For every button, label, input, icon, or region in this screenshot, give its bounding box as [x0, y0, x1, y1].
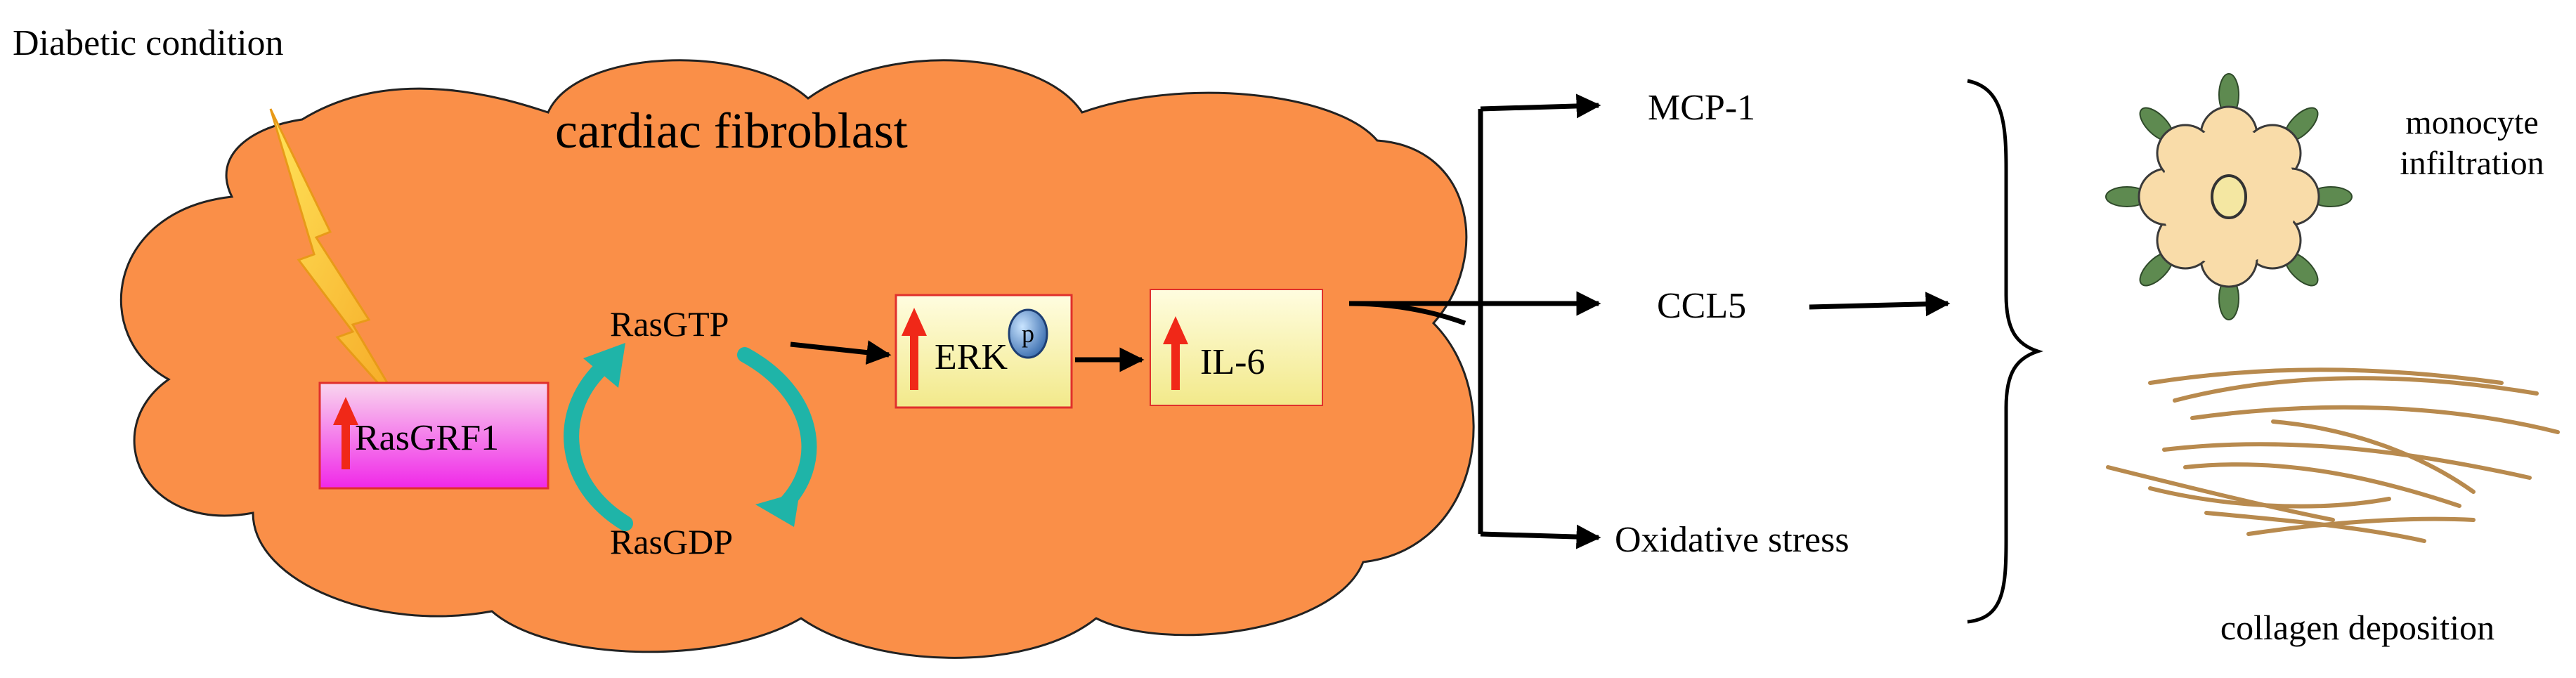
cycle-arrow-up	[564, 361, 633, 531]
monocyte-label-line1: monocyte	[2405, 104, 2538, 141]
monocyte-label-line2: infiltration	[2400, 145, 2544, 182]
rasgrf1-label: RasGRF1	[355, 418, 499, 458]
il6-label: IL-6	[1200, 342, 1265, 382]
output-branches	[1348, 93, 1601, 549]
rasgrf1-node: RasGRF1	[318, 382, 549, 490]
phospho-label: p	[1022, 320, 1034, 348]
up-arrow-icon	[902, 308, 927, 390]
rasgtp-label: RasGTP	[610, 304, 729, 344]
phospho-badge	[1008, 308, 1048, 359]
cycle-arrowhead-down	[755, 492, 800, 527]
erk-label: ERK	[935, 337, 1008, 377]
arrow-ccl5-to-outcomes	[1809, 292, 1951, 317]
collagen-fibers-icon	[2106, 367, 2560, 543]
up-arrow-icon	[1163, 316, 1188, 390]
ras-cycle-arrows	[564, 343, 817, 531]
ccl5-label: CCL5	[1657, 286, 1746, 326]
cell-label: cardiac fibroblast	[555, 103, 908, 159]
arrow-to-oxidative-stress	[1480, 524, 1601, 549]
arrow-to-mcp1	[1480, 93, 1601, 119]
il6-node: IL-6	[1150, 289, 1323, 406]
collagen-label: collagen deposition	[2220, 608, 2494, 647]
monocyte-icon	[2105, 73, 2353, 320]
cycle-arrow-down	[737, 347, 817, 517]
up-arrow-icon	[333, 397, 358, 469]
erk-node: ERK p	[895, 294, 1073, 409]
outcomes-brace	[1967, 79, 2043, 624]
arrow-rasgtp-to-erk	[790, 340, 892, 365]
oxidative-stress-label: Oxidative stress	[1615, 520, 1849, 560]
mcp1-label: MCP-1	[1648, 88, 1755, 128]
cycle-arrowhead-up	[583, 343, 625, 388]
diabetic-condition-label: Diabetic condition	[13, 23, 284, 63]
cardiac-fibroblast-cell	[119, 59, 1475, 659]
monocyte-nucleus	[2211, 174, 2247, 219]
